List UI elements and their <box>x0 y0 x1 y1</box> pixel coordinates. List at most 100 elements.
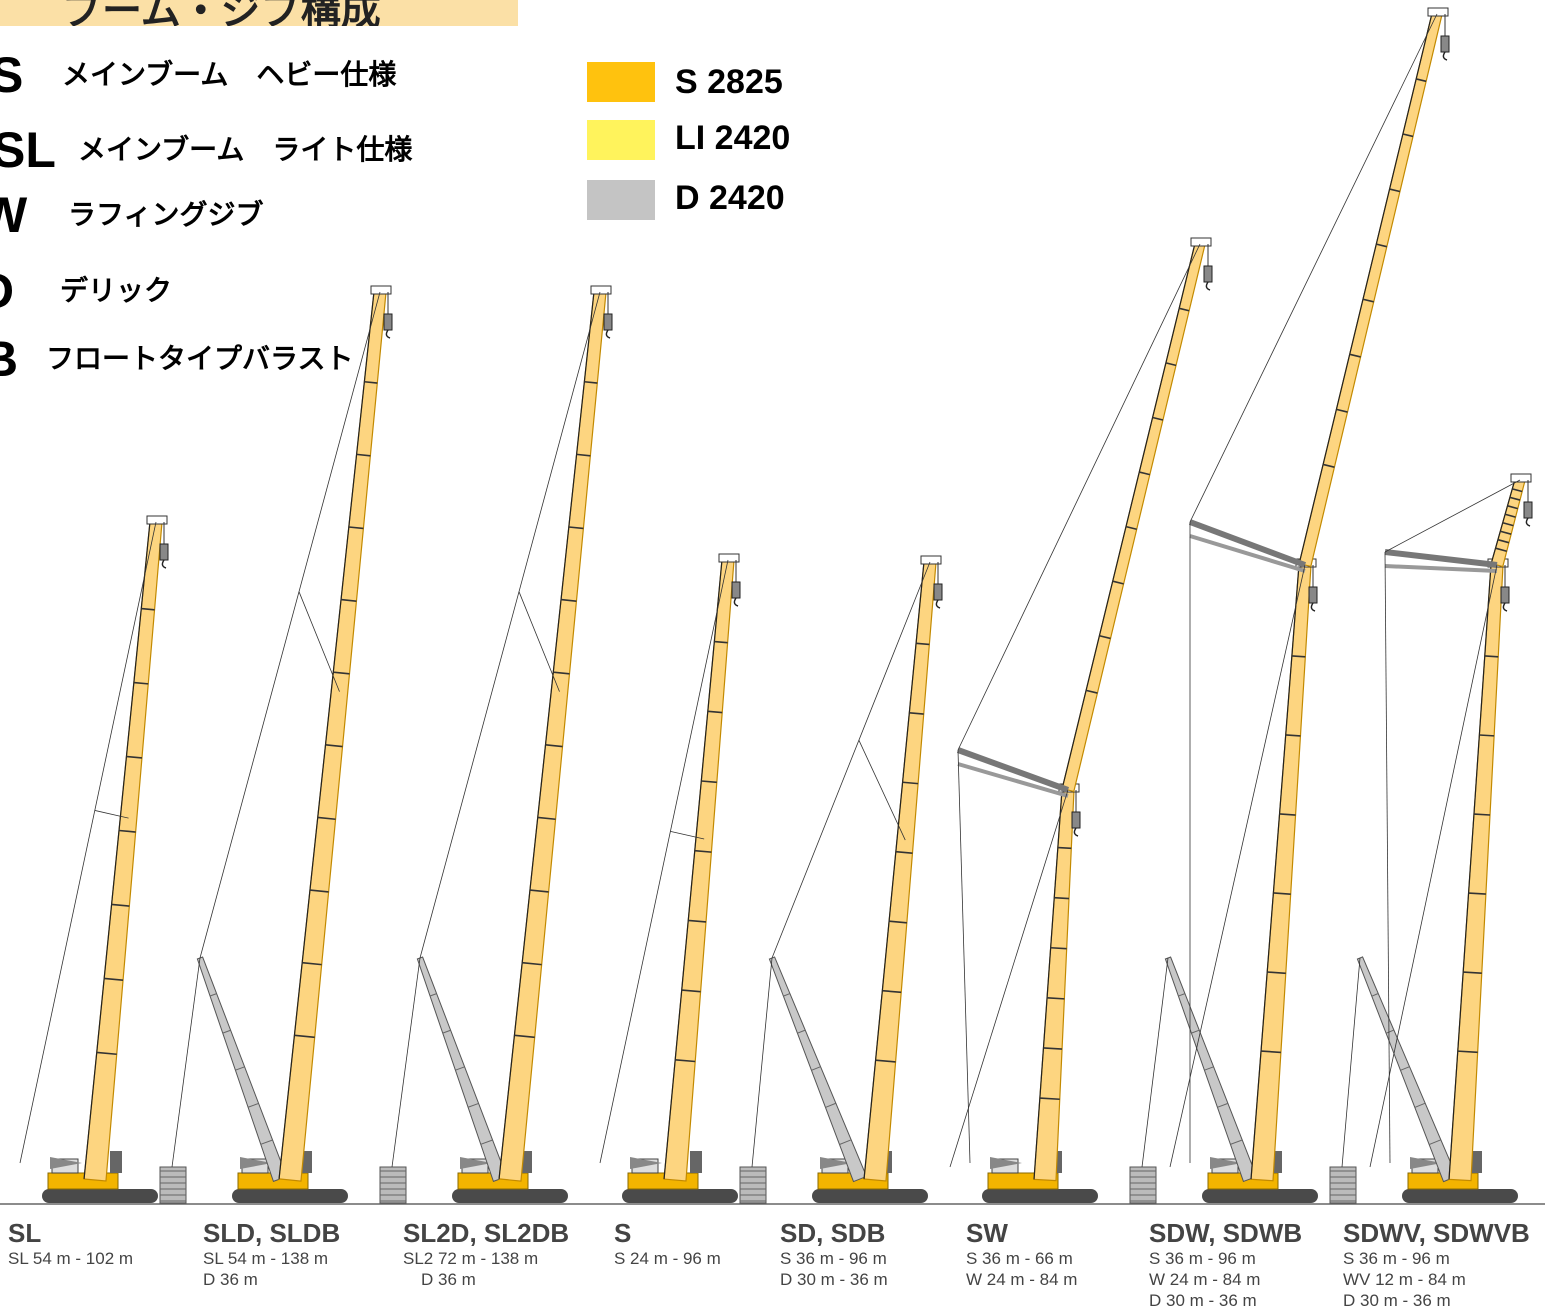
pendant-rope <box>419 291 601 959</box>
cab <box>110 1151 122 1173</box>
pendant-rope <box>19 521 157 1164</box>
pendant-rope <box>391 957 421 1168</box>
boom-joint <box>875 1059 896 1063</box>
boom-joint <box>1507 505 1518 510</box>
crane-2 <box>159 285 393 1204</box>
pendant-rope <box>518 591 560 692</box>
hook <box>1073 827 1079 837</box>
boom-joint <box>1463 971 1482 975</box>
boom-chord <box>663 559 723 1180</box>
boom-section <box>1061 242 1206 793</box>
boom-chord <box>1250 564 1300 1180</box>
hook-block <box>1440 35 1450 53</box>
gantry <box>1410 1157 1442 1169</box>
config-title: SDW, SDWB <box>1149 1218 1303 1248</box>
boom-joint <box>1457 1050 1478 1054</box>
hook <box>1205 281 1211 291</box>
crane-4 <box>599 553 741 1203</box>
boom-section <box>498 290 607 1182</box>
jib-strut <box>1189 534 1306 573</box>
boom-joint <box>1039 1097 1060 1101</box>
boom-joint <box>537 816 556 821</box>
config-range: D 30 m - 36 m <box>1149 1291 1257 1310</box>
boom-head <box>590 285 612 295</box>
hook <box>733 597 739 607</box>
config-range: W 24 m - 84 m <box>966 1270 1078 1289</box>
boom-chord <box>1490 478 1516 564</box>
abbreviation-desc: メインブーム ヘビー仕様 <box>62 58 397 91</box>
boom-joint <box>681 989 701 993</box>
crane-1 <box>19 515 169 1203</box>
boom-head <box>146 515 168 525</box>
gantry <box>820 1157 852 1169</box>
pendant-rope <box>171 957 201 1168</box>
config-title: SLD, SLDB <box>203 1218 341 1248</box>
derrick-joint <box>1178 993 1186 997</box>
config-range: WV 12 m - 84 m <box>1343 1270 1466 1289</box>
boom-joint <box>96 1051 117 1056</box>
crawler-track <box>232 1189 348 1203</box>
boom-joint <box>104 977 124 981</box>
gantry <box>50 1157 82 1169</box>
pendant-rope <box>1141 957 1169 1168</box>
hook-block <box>1071 811 1081 829</box>
derrick-mast <box>1164 956 1258 1183</box>
hook-block <box>603 313 613 331</box>
boom-joint <box>1043 1047 1063 1050</box>
boom-joint <box>1376 243 1388 248</box>
derrick-joint <box>783 993 791 997</box>
derrick-joint <box>455 1066 465 1071</box>
boom-joint <box>141 607 155 611</box>
derrick-joint <box>235 1066 245 1071</box>
legend-label-s2825: S 2825 <box>675 63 783 101</box>
config-range: SL2 72 m - 138 m <box>403 1249 539 1268</box>
boom-head <box>718 553 740 563</box>
boom-joint <box>1054 896 1070 900</box>
boom-joint <box>1125 525 1137 530</box>
config-title: S <box>614 1218 632 1248</box>
legend-swatch-s2825 <box>587 62 655 102</box>
hook <box>161 559 167 569</box>
hook-block <box>159 543 169 561</box>
boom-joint <box>317 816 336 821</box>
boom-joint <box>1497 538 1510 544</box>
config-title: SD, SDB <box>780 1218 886 1248</box>
boom-joint <box>675 1058 696 1063</box>
boom-joint <box>1267 971 1286 975</box>
legend-swatch-li2420 <box>587 120 655 160</box>
gantry <box>460 1157 492 1169</box>
jib-strut <box>957 762 1069 798</box>
derrick-joint <box>467 1102 479 1108</box>
boom-joint <box>1504 513 1516 518</box>
abbreviation-code: W <box>0 187 28 243</box>
abbreviation-code: S <box>0 47 24 103</box>
boom-joint <box>568 526 584 530</box>
pendant-rope <box>751 957 773 1168</box>
luffing-jib <box>1188 519 1307 568</box>
boom-joint <box>584 380 598 384</box>
boom-joint <box>707 710 723 714</box>
legend-label-d2420: D 2420 <box>675 179 785 217</box>
hook <box>605 329 611 339</box>
derrick-joint <box>222 1029 231 1034</box>
boom-joint <box>545 744 563 748</box>
boom-joint <box>1479 734 1495 737</box>
config-caption-sl2d: SL2D, SL2DB SL2 72 m - 138 m D 36 m <box>403 1218 569 1290</box>
boom-joint <box>882 989 902 994</box>
ballast-tray <box>379 1166 407 1204</box>
abbreviation-desc: メインブーム ライト仕様 <box>78 133 413 166</box>
boom-joint <box>1285 734 1301 737</box>
hook <box>1442 51 1448 61</box>
config-range: W 24 m - 84 m <box>1149 1270 1261 1289</box>
config-range: S 36 m - 96 m <box>1149 1249 1256 1268</box>
pendant-rope <box>670 830 705 840</box>
derrick-joint <box>1400 1066 1410 1071</box>
boom-joint <box>514 1034 535 1039</box>
boom-head <box>1190 237 1212 247</box>
boom-head <box>1510 473 1532 483</box>
pendant-rope <box>1369 564 1498 1168</box>
derrick-joint <box>209 993 217 997</box>
abbreviation-desc: ラフィングジブ <box>68 198 264 231</box>
boom-chord <box>1448 564 1492 1180</box>
pendant-rope <box>94 810 129 819</box>
